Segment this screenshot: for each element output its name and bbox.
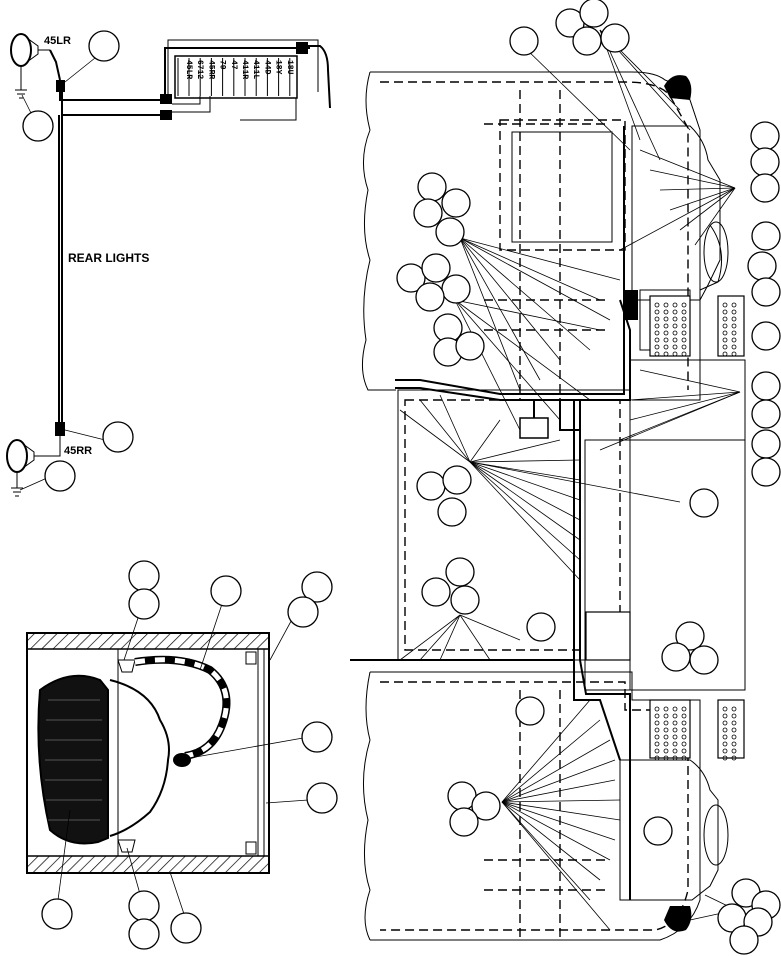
callout-circle — [102, 421, 134, 453]
callout-circle — [128, 560, 160, 592]
callout-circle — [421, 577, 451, 607]
callout-circle — [396, 263, 426, 293]
callout-circle — [751, 429, 781, 459]
callout-circle — [301, 721, 333, 753]
right-lamp-plug — [55, 422, 65, 436]
connector-terminal-label: 18U — [285, 60, 294, 75]
callout-circle — [751, 277, 781, 307]
callout-circle — [661, 642, 691, 672]
headlamp-detail — [26, 560, 338, 950]
callout-circle — [287, 596, 319, 628]
left-rear-lamp-icon — [10, 33, 50, 99]
connector-plug-upper — [160, 94, 172, 104]
connector-terminal-label: 79 — [218, 60, 227, 70]
callout-circle — [750, 173, 780, 203]
callout-circle — [128, 918, 160, 950]
callout-circle — [643, 816, 673, 846]
left-rear-lamp-label: 45LR — [44, 35, 71, 47]
callout-circle — [449, 807, 479, 837]
callout-circle — [450, 585, 480, 615]
callout-circle — [41, 898, 73, 930]
rear-lights-title: REAR LIGHTS — [68, 251, 149, 265]
callout-circle — [751, 399, 781, 429]
connector-terminal-label: 6712 — [195, 60, 204, 79]
callout-circle — [417, 172, 447, 202]
left-lamp-plug — [56, 80, 65, 92]
callout-circle — [750, 147, 780, 177]
connector-terminal-label: 47 — [229, 60, 238, 70]
callout-circle — [579, 0, 609, 28]
junction-box — [519, 417, 549, 439]
callout-circle — [301, 571, 333, 603]
callout-circle — [572, 26, 602, 56]
callout-circle — [526, 612, 556, 642]
callout-circle — [128, 890, 160, 922]
callout-circle — [441, 188, 471, 218]
callout-circle — [88, 30, 120, 62]
connector-terminal-label: 411R — [240, 60, 249, 79]
callout-circle — [306, 782, 338, 814]
callout-circle — [600, 23, 630, 53]
connector-terminal-label: 45RR — [206, 60, 215, 79]
callout-circle — [413, 198, 443, 228]
callout-circle — [44, 460, 76, 492]
callout-circle — [751, 371, 781, 401]
connector-terminal-label: 411L — [251, 60, 260, 79]
connector-plug-top — [296, 42, 308, 54]
callout-circle — [675, 621, 705, 651]
callout-circle — [416, 471, 446, 501]
callout-circle — [22, 110, 54, 142]
callout-circle — [751, 221, 781, 251]
callout-circle — [437, 497, 467, 527]
callout-circle — [435, 217, 465, 247]
connector-terminal-label: 44D — [262, 60, 271, 75]
callout-circle — [729, 925, 759, 955]
callout-circle — [509, 26, 539, 56]
callout-circle — [747, 251, 777, 281]
callout-circle — [471, 791, 501, 821]
callout-circle — [170, 912, 202, 944]
right-rear-lamp-icon — [6, 436, 61, 497]
callout-circle — [445, 557, 475, 587]
callout-circle — [442, 465, 472, 495]
callout-circle — [455, 331, 485, 361]
vehicle-front-view — [350, 0, 781, 955]
callout-circle — [421, 253, 451, 283]
callout-circle — [751, 457, 781, 487]
callout-circle — [750, 121, 780, 151]
upper-relay — [624, 290, 638, 320]
callout-circle — [441, 274, 471, 304]
connector-plug-lower — [160, 110, 172, 120]
callout-circle — [689, 488, 719, 518]
right-rear-lamp-label: 45RR — [64, 445, 92, 457]
callout-circle — [415, 282, 445, 312]
connector-terminal-label: 18Y — [274, 60, 283, 75]
callout-circle — [128, 588, 160, 620]
connector-terminal-label: 45LR — [184, 60, 193, 79]
upper-marker-lamps — [649, 295, 745, 357]
callout-circle — [515, 696, 545, 726]
callout-circle — [210, 575, 242, 607]
callout-circle — [689, 645, 719, 675]
lower-marker-lamps — [649, 699, 745, 759]
callout-circle — [751, 321, 781, 351]
